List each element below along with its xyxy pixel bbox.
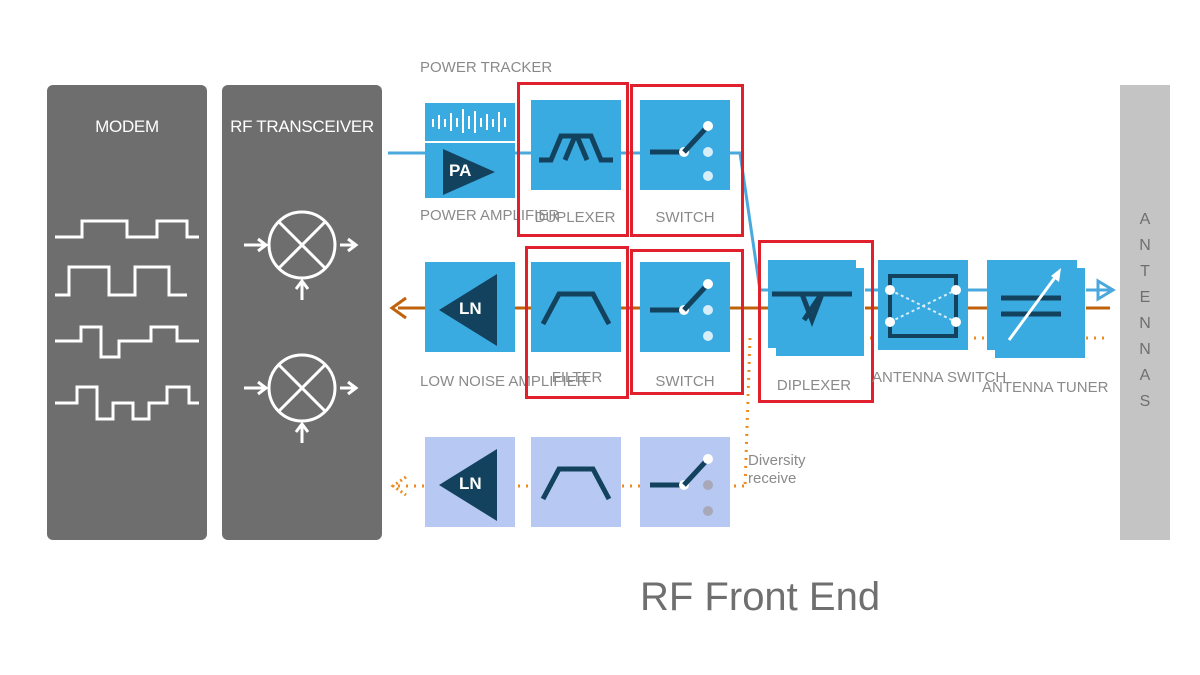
tx-arrow-head [1096,278,1116,302]
tx-switch-label: SWITCH [655,209,715,226]
tx-switch-highlight [630,84,744,237]
power-tracker-block [425,103,515,141]
diversity-switch-icon [650,454,713,516]
antenna-switch-block[interactable] [878,260,968,350]
antennas-letter: N [1139,315,1151,332]
diversity-filter-block[interactable] [531,437,621,527]
mixer-icons [244,210,359,443]
antennas-letter: N [1139,237,1151,254]
diplexer-highlight [758,240,874,403]
rx-switch-label: SWITCH [655,373,715,390]
filter-highlight [525,246,629,399]
antennas-letter: A [1139,367,1151,384]
power-amplifier-block[interactable]: PA [425,143,515,198]
antennas-letter: S [1139,393,1151,410]
diversity-arrow-head [390,475,407,497]
modem-title: MODEM [95,117,159,136]
antenna-switch-icon [885,274,961,338]
diversity-line-vertical [743,337,752,489]
mixer-bottom-icon [244,353,359,443]
diversity-receive-label: Diversity receive [748,452,806,487]
lna-label: LOW NOISE AMPLIFIER [420,373,588,390]
duplexer-highlight [517,82,629,237]
filter-icon [540,291,612,326]
diplexer-label: DIPLEXER [776,377,852,394]
mixer-top-icon [244,210,359,300]
power-amplifier-label: POWER AMPLIFIER [420,207,560,224]
antenna-tuner-block[interactable] [987,260,1077,350]
power-tracker-label: POWER TRACKER [420,59,553,76]
pa-badge: PA [449,161,472,180]
modem-panel: MODEM [47,85,207,540]
antenna-tuner-label: ANTENNA TUNER [982,379,1109,396]
filter-block[interactable] [531,262,621,352]
tx-switch-icon [650,121,713,181]
duplexer-icon [539,133,613,163]
antennas-letter: N [1139,341,1151,358]
diversity-lna-block[interactable]: LN [425,437,515,527]
diversity-lna-badge: LN [459,474,482,493]
filter-label: FILTER [551,369,603,386]
power-tracker-waveform-icon [432,109,506,133]
lna-badge: LN [459,299,482,318]
antennas-letter: T [1140,263,1150,280]
antenna-tuner-icon [1001,268,1061,341]
rx-switch-highlight [630,249,744,395]
diversity-switch-block[interactable] [640,437,730,527]
rx-arrow-head [389,296,407,320]
pa-triangle-icon [443,149,495,195]
antennas-letter: A [1139,211,1151,228]
page-title: RF Front End [640,575,881,619]
transceiver-title: RF TRANSCEIVER [230,117,374,136]
antennas-bar: A N T E N N A S [1120,85,1170,540]
modem-waveforms [55,219,199,421]
diversity-lna-triangle-icon [439,449,497,521]
lna-triangle-icon [439,274,497,346]
duplexer-block[interactable] [531,100,621,190]
duplexer-label: DUPLEXER [534,209,616,226]
antennas-letter: E [1139,289,1151,306]
tx-switch-block[interactable] [640,100,730,190]
rx-switch-block[interactable] [640,262,730,352]
rx-switch-icon [650,279,713,341]
antenna-switch-label: ANTENNA SWITCH [872,369,1007,386]
diplexer-block[interactable] [768,260,856,348]
lna-block[interactable]: LN [425,262,515,352]
transceiver-panel: RF TRANSCEIVER [222,85,382,540]
diplexer-icon [772,291,852,327]
diversity-filter-icon [540,466,612,501]
